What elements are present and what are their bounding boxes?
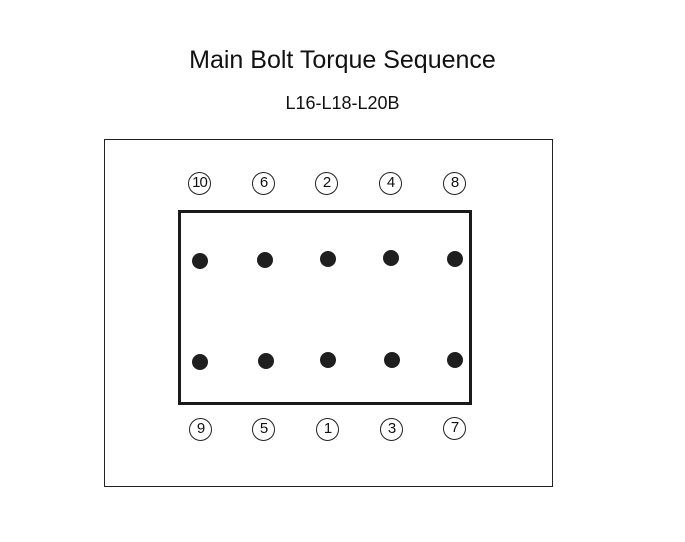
bolt-top-4 bbox=[383, 250, 399, 266]
top-sequence-number-2: 6 bbox=[252, 172, 275, 195]
bottom-sequence-number-2: 5 bbox=[252, 418, 275, 441]
bolt-top-3 bbox=[320, 251, 336, 267]
bolt-bottom-2 bbox=[258, 353, 274, 369]
diagram-title: Main Bolt Torque Sequence bbox=[189, 46, 496, 74]
bolt-top-5 bbox=[447, 251, 463, 267]
bolt-top-2 bbox=[257, 252, 273, 268]
bolt-top-1 bbox=[192, 253, 208, 269]
bolt-bottom-5 bbox=[447, 352, 463, 368]
top-sequence-number-5: 8 bbox=[443, 172, 466, 195]
top-sequence-number-1: 10 bbox=[188, 172, 211, 195]
engine-models-subtitle: L16-L18-L20B bbox=[285, 93, 400, 113]
bolt-bottom-4 bbox=[384, 352, 400, 368]
bottom-sequence-number-4: 3 bbox=[380, 418, 403, 441]
bolt-bottom-1 bbox=[192, 354, 208, 370]
bottom-sequence-number-3: 1 bbox=[316, 418, 339, 441]
top-sequence-number-3: 2 bbox=[315, 172, 338, 195]
top-sequence-number-4: 4 bbox=[379, 172, 402, 195]
cylinder-block-outline bbox=[178, 210, 472, 405]
bottom-sequence-number-1: 9 bbox=[189, 418, 212, 441]
outer-frame bbox=[104, 139, 553, 487]
bolt-bottom-3 bbox=[320, 352, 336, 368]
bottom-sequence-number-5: 7 bbox=[443, 417, 466, 440]
